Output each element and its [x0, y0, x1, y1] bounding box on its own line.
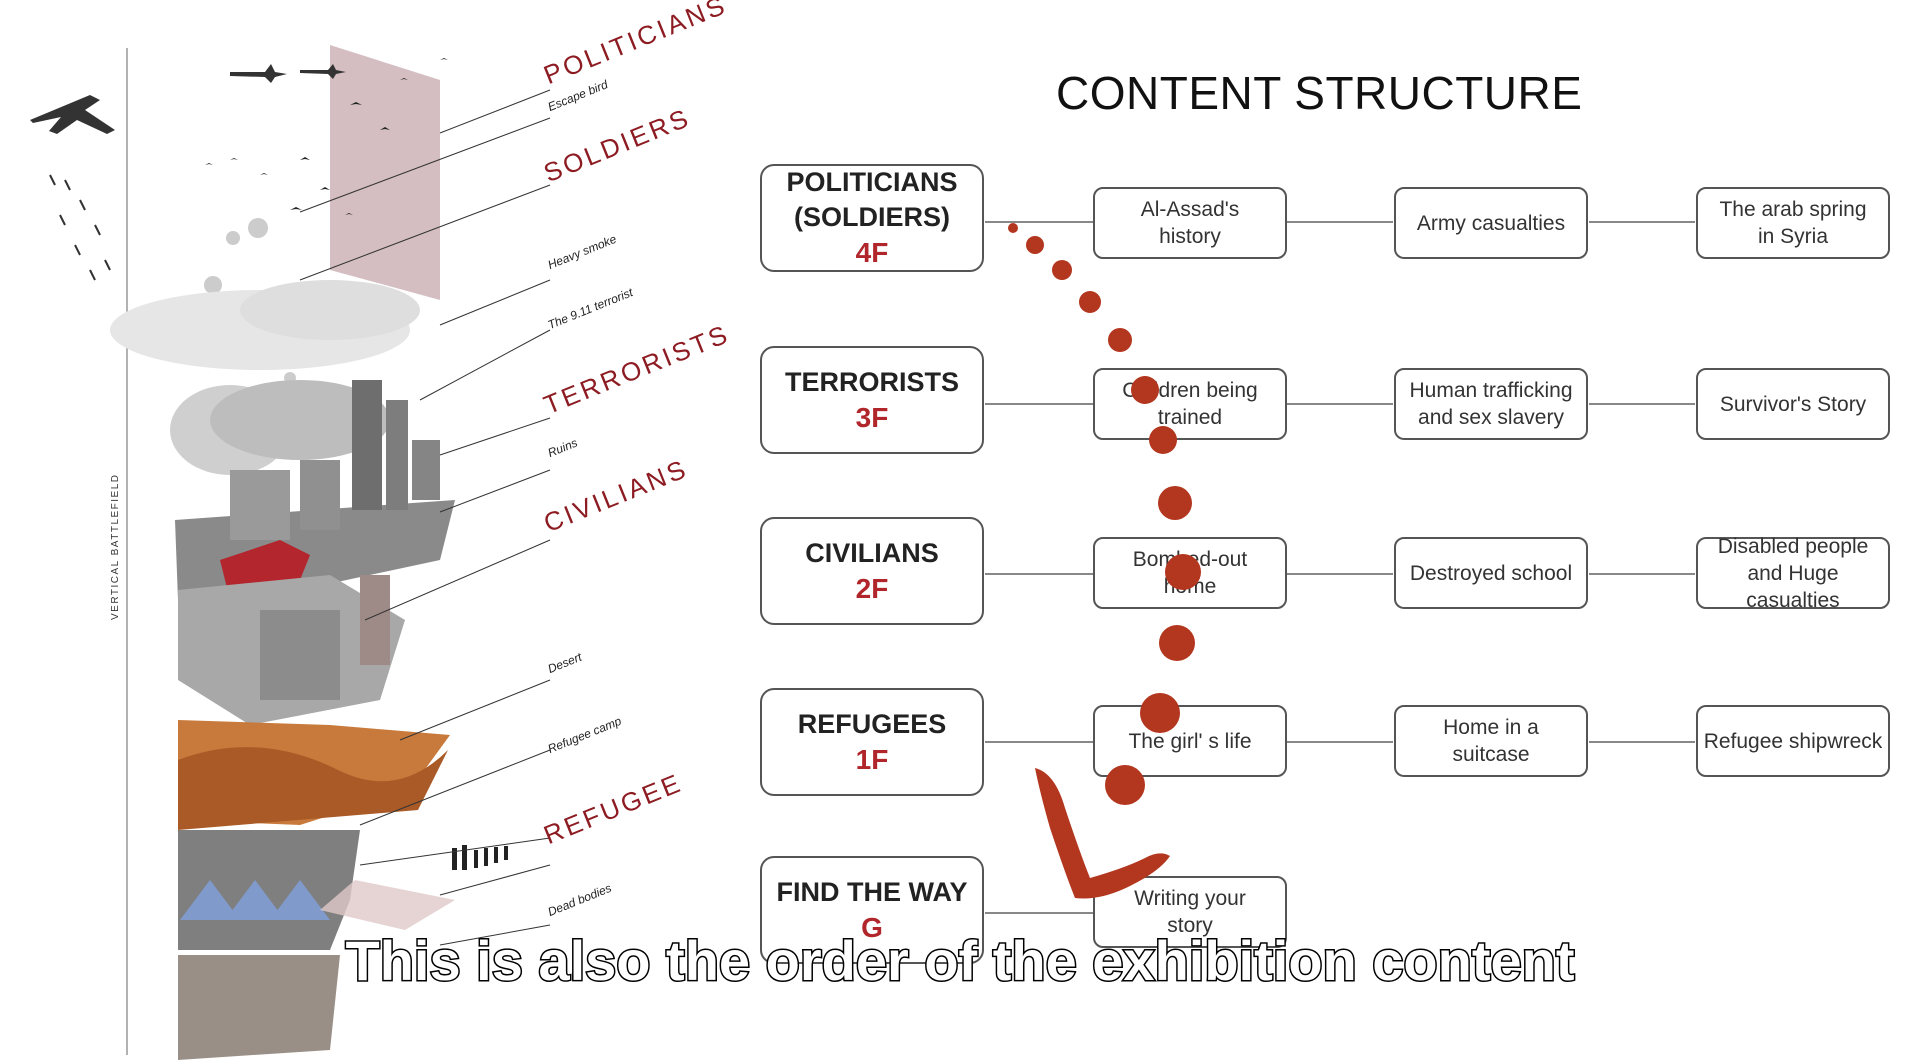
connector [1589, 403, 1695, 405]
topic-box: Disabled people and Huge casualties [1696, 535, 1890, 612]
topic-box: The arab spring in Syria [1696, 187, 1890, 259]
floor-box-find-the-way: FIND THE WAY G [760, 856, 984, 964]
topic-box: The girl' s life [1093, 705, 1287, 777]
connector [1287, 221, 1393, 223]
paint-dot [1008, 223, 1018, 233]
vertical-battlefield-illustration: VERTICAL BATTLEFIELD POLITICIANS Escape … [0, 0, 740, 1063]
floor-box-level: 1F [855, 743, 889, 775]
paint-dot [1159, 625, 1195, 661]
topic-box: Army casualties [1394, 187, 1588, 259]
topic-box: Children being trained [1093, 368, 1287, 440]
connector [1287, 403, 1393, 405]
twin-tower-2 [386, 400, 408, 510]
floor-box-name: TERRORISTS [784, 366, 959, 397]
falling-bombs-icon [49, 174, 111, 281]
floor-box-terrorists: TERRORISTS 3F [760, 346, 984, 454]
battlefield-collage [30, 45, 551, 1060]
paint-dot [1052, 260, 1072, 280]
floor-box-level: 4F [855, 237, 889, 268]
leader-lines [299, 89, 551, 946]
clouds-smoke [110, 280, 420, 475]
floor-box-name: CIVILIANS [805, 537, 939, 568]
floor-box-name: REFUGEES [797, 708, 947, 739]
paint-dot [1158, 486, 1192, 520]
topic-box: Destroyed school [1394, 537, 1588, 609]
video-subtitle: This is also the order of the exhibition… [344, 928, 1576, 994]
bomber-plane-icon [30, 64, 346, 134]
floor-box-refugees: REFUGEES 1F [760, 688, 984, 796]
twin-tower [352, 380, 382, 510]
birds-icon [205, 58, 448, 215]
topic-box: Bombed-out home [1093, 537, 1287, 609]
content-structure-title: CONTENT STRUCTURE [1056, 67, 1583, 119]
connector [1589, 221, 1695, 223]
vertical-battlefield-label: VERTICAL BATTLEFIELD [110, 473, 121, 620]
floor-box-name: FIND THE WAY [776, 876, 968, 907]
walking-refugees-icon [452, 845, 508, 870]
floor-box-level: G [861, 911, 883, 943]
connector [1589, 573, 1695, 575]
paint-dot [1026, 236, 1044, 254]
connector [985, 573, 1095, 575]
topic-box: Refugee shipwreck [1696, 705, 1890, 777]
paint-dot [1079, 291, 1101, 313]
floor-box-civilians: CIVILIANS 2F [760, 517, 984, 625]
topic-box: Home in a suitcase [1394, 705, 1588, 777]
floor-box-politicians: POLITICIANS (SOLDIERS) 4F [760, 164, 984, 272]
sky-panel [330, 45, 440, 300]
topic-box: Survivor's Story [1696, 368, 1890, 440]
connector [985, 403, 1095, 405]
tents-icon [180, 880, 330, 920]
connector [985, 912, 1095, 914]
topic-box: Al-Assad's history [1093, 187, 1287, 259]
floor-box-level: 2F [855, 572, 889, 604]
connector [985, 741, 1095, 743]
connector [1589, 741, 1695, 743]
connector [1287, 573, 1393, 575]
floor-box-level: 3F [855, 401, 889, 433]
paint-dot [1108, 328, 1132, 352]
floor-box-name: POLITICIANS (SOLDIERS) [786, 167, 958, 232]
connector [985, 221, 1095, 223]
connector [1287, 741, 1393, 743]
topic-box: Human trafficking and sex slavery [1394, 368, 1588, 440]
rubble-layer [178, 955, 340, 1060]
